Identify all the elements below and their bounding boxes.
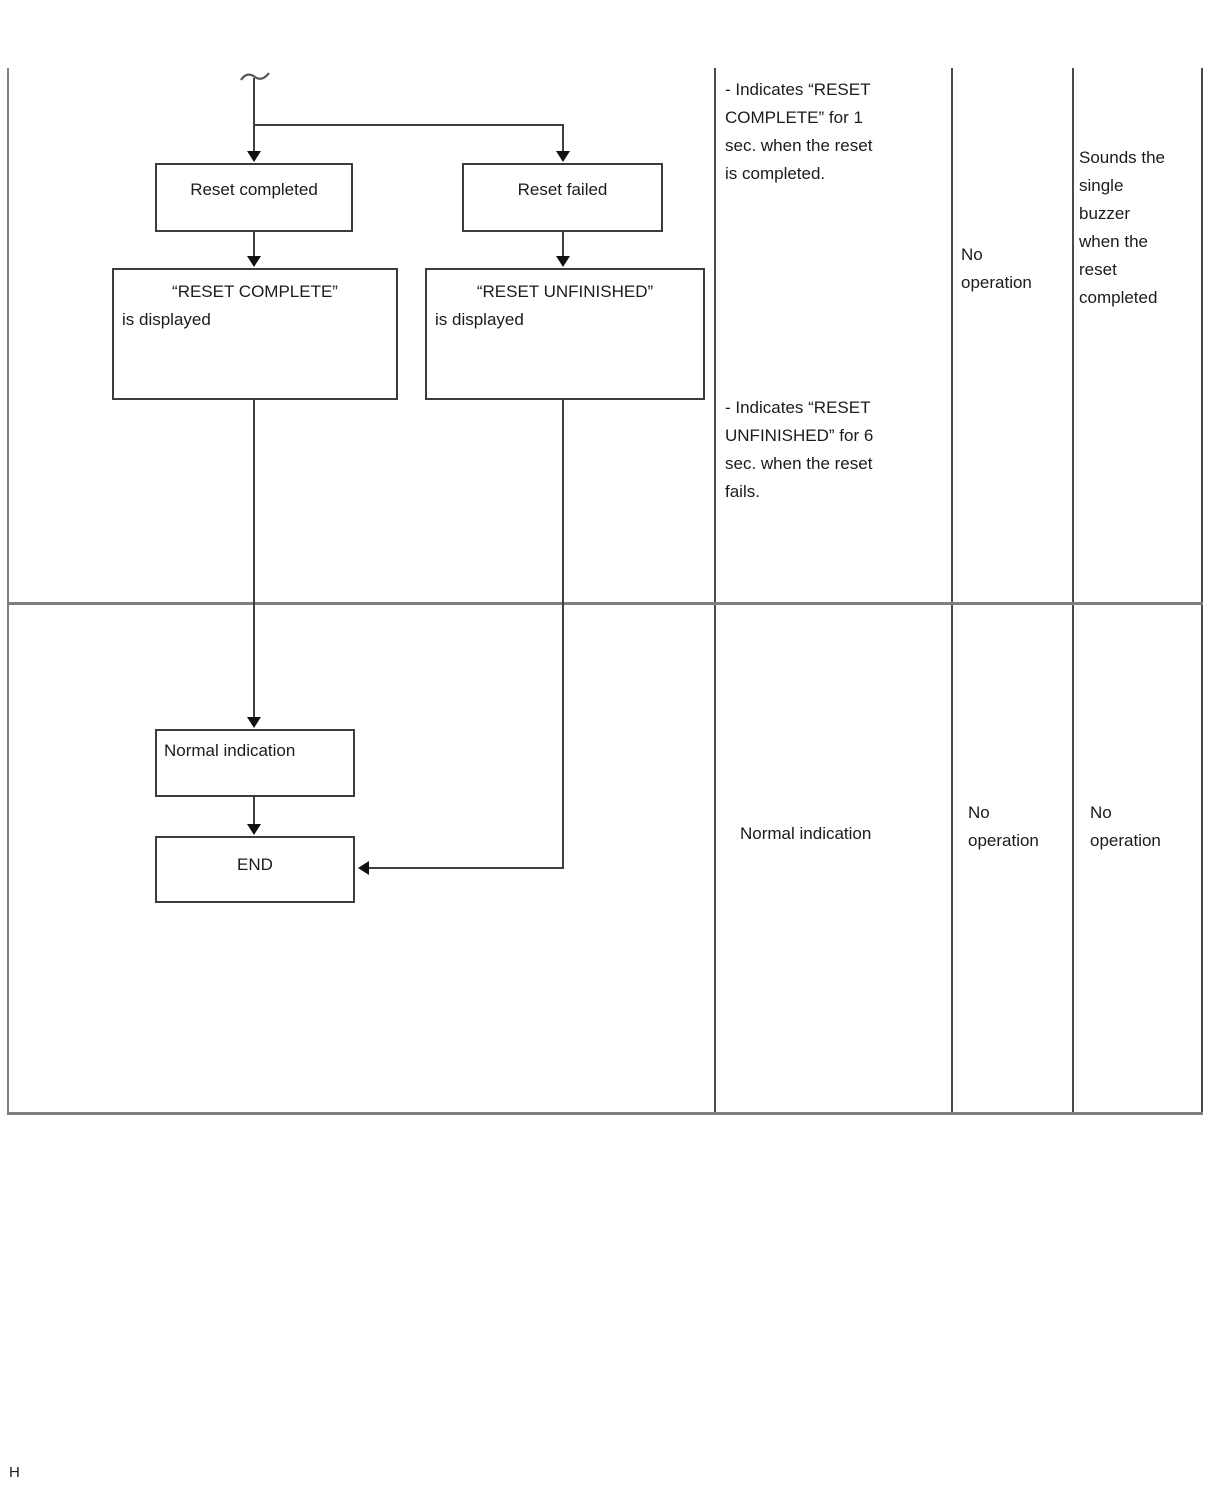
cell-display-note-complete: - Indicates “RESET COMPLETE” for 1 sec. … <box>725 80 873 183</box>
cell-operation-row1: No operation <box>961 245 1032 292</box>
arrowhead-left-into-end <box>358 861 369 875</box>
node-reset-complete-displayed: “RESET COMPLETE” is displayed <box>112 268 398 400</box>
arrowhead-into-reset-failed <box>556 151 570 162</box>
cell-display-row2: Normal indication <box>740 824 872 843</box>
arrowhead-into-unfinished-displayed <box>556 256 570 267</box>
flow-line-reset-failed-down <box>562 232 564 258</box>
flow-line-reset-completed-down <box>253 232 255 258</box>
node-reset-completed-label: Reset completed <box>190 180 318 199</box>
flow-line-unfinished-down <box>562 400 564 869</box>
table-border-bottom <box>7 1112 1203 1115</box>
table-divider-col-display <box>951 68 953 1115</box>
node-end: END <box>155 836 355 903</box>
arrowhead-into-normal-indication <box>247 717 261 728</box>
cell-buzzer-row2: No operation <box>1090 803 1161 850</box>
node-reset-complete-displayed-line1: “RESET COMPLETE” <box>172 282 338 301</box>
table-row-divider <box>7 602 1203 605</box>
table-border-right <box>1201 68 1203 1115</box>
node-reset-complete-displayed-line2: is displayed <box>122 310 211 329</box>
node-reset-unfinished-displayed: “RESET UNFINISHED” is displayed <box>425 268 705 400</box>
cell-operation-row2: No operation <box>968 803 1039 850</box>
node-reset-failed: Reset failed <box>462 163 663 232</box>
node-end-label: END <box>237 855 273 874</box>
cell-buzzer-row1: Sounds the single buzzer when the reset … <box>1079 148 1166 307</box>
continuation-mark-icon <box>240 72 270 81</box>
flow-line-complete-to-normal <box>253 400 255 719</box>
node-reset-completed: Reset completed <box>155 163 353 232</box>
table-divider-col-operation <box>1072 68 1074 1115</box>
arrowhead-into-reset-completed <box>247 151 261 162</box>
flow-entry-line <box>253 78 255 153</box>
flow-branch-horizontal-line <box>253 124 564 126</box>
flow-line-normal-to-end <box>253 797 255 826</box>
table-border-left <box>7 68 9 1115</box>
arrowhead-into-end <box>247 824 261 835</box>
cell-display-note-unfinished: - Indicates “RESET UNFINISHED” for 6 sec… <box>725 398 874 501</box>
page-footer-mark: H <box>9 1464 20 1481</box>
node-reset-failed-label: Reset failed <box>517 180 608 199</box>
table-divider-col-flowchart <box>714 68 716 1115</box>
node-normal-indication: Normal indication <box>155 729 355 797</box>
flow-branch-right-line <box>562 124 564 153</box>
arrowhead-into-complete-displayed <box>247 256 261 267</box>
flow-line-unfinished-to-end <box>367 867 564 869</box>
node-normal-indication-label: Normal indication <box>164 741 296 760</box>
node-reset-unfinished-displayed-line2: is displayed <box>435 310 524 329</box>
node-reset-unfinished-displayed-line1: “RESET UNFINISHED” <box>476 282 654 301</box>
